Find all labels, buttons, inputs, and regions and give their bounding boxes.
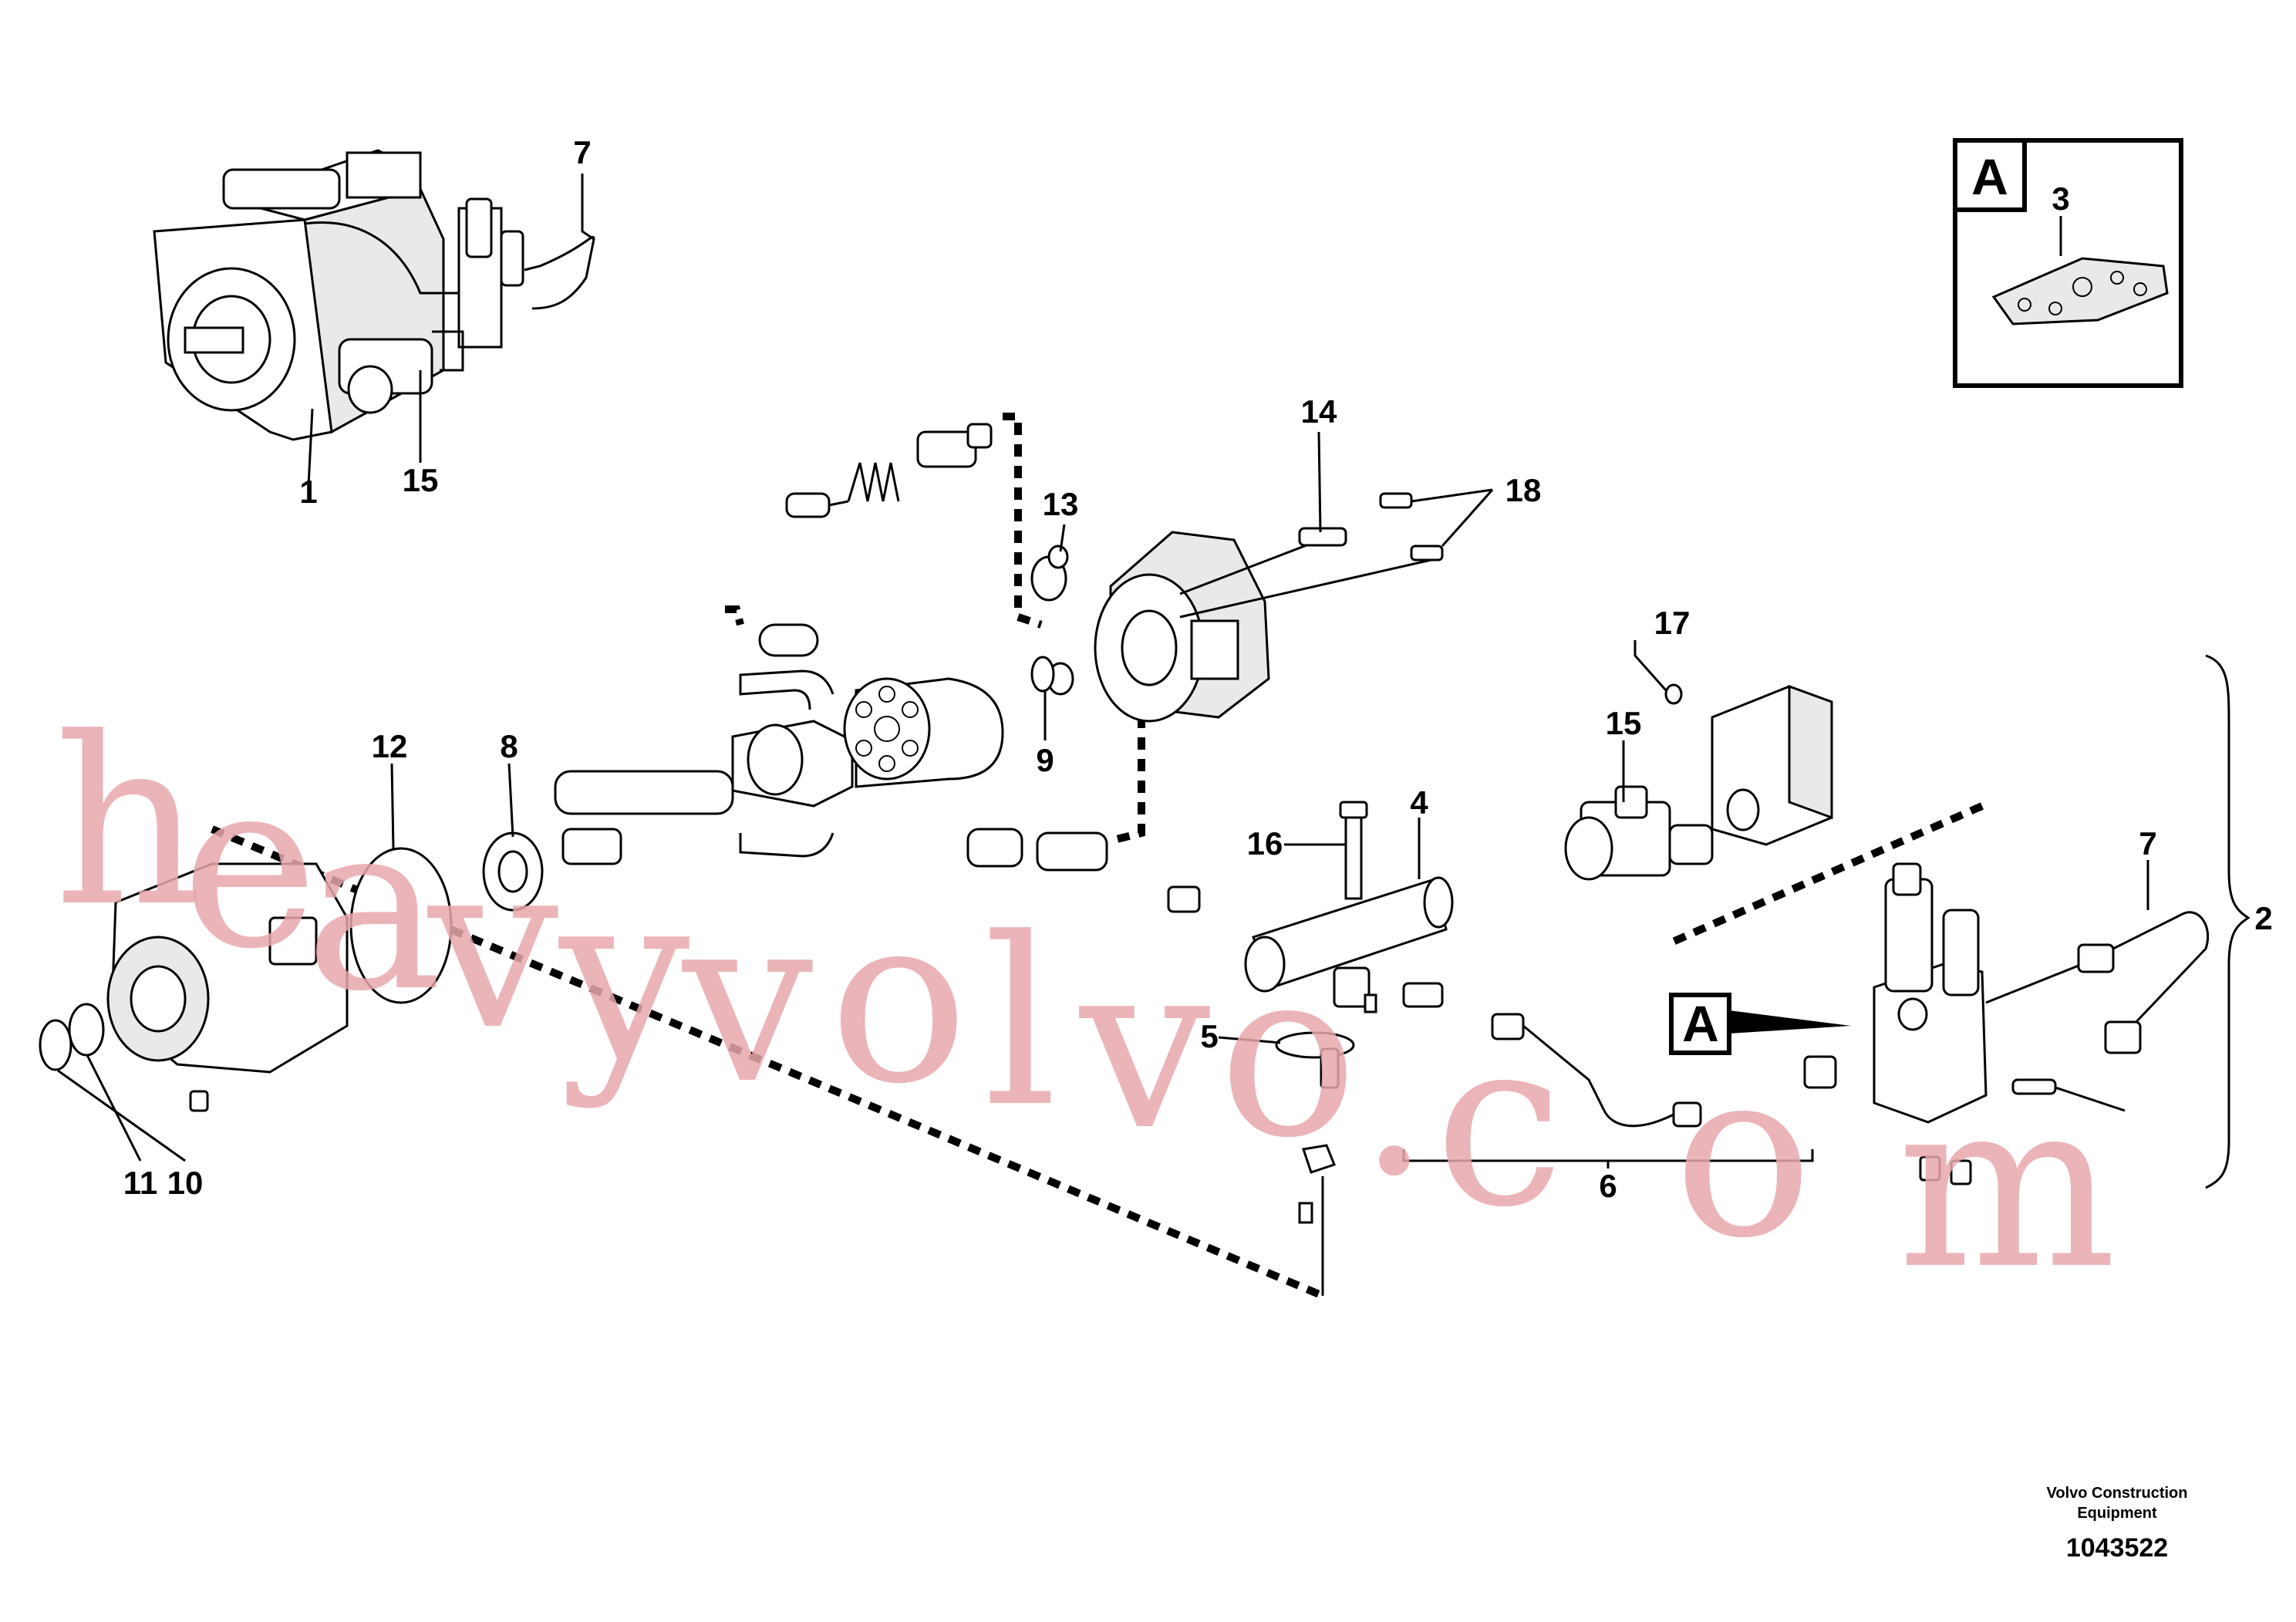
callout-18: 18 [1505, 472, 1542, 508]
watermark-char: y [555, 842, 689, 1111]
detail-pointer-letter: A [1682, 995, 1719, 1052]
watermark-char: o [829, 865, 969, 1135]
detail-inset-a: A [1953, 138, 2183, 388]
callout-6: 6 [1599, 1168, 1617, 1204]
callout-11: 11 [123, 1165, 157, 1201]
watermark-char: v [679, 865, 813, 1135]
callout-7-right: 7 [2139, 825, 2156, 862]
assembly-dash-lines [211, 413, 1984, 1300]
watermark: h e a v y v o l v o . c o m [54, 688, 2116, 1320]
callout-12: 12 [372, 728, 408, 764]
callout-14: 14 [1301, 393, 1337, 430]
leader-lines [57, 174, 2250, 1296]
detail-reference-pointer: A [1669, 993, 1851, 1055]
callout-5: 5 [1200, 1018, 1218, 1054]
callout-15-top: 15 [403, 462, 439, 498]
watermark-char: v [424, 811, 558, 1081]
watermark-char: v [1076, 912, 1210, 1181]
watermark-char: h [54, 688, 203, 957]
watermark-char: l [983, 889, 1057, 1158]
callout-3: 3 [2052, 180, 2069, 217]
callout-2: 2 [2254, 900, 2272, 936]
assembled-pump-drawing [153, 149, 595, 441]
callout-8: 8 [500, 728, 518, 764]
callout-4: 4 [1410, 784, 1428, 821]
watermark-char: o [1219, 919, 1358, 1189]
watermark-char: . [1357, 958, 1431, 1227]
watermark-char: m [1897, 1050, 2116, 1320]
detail-pointer-arrow [1729, 1010, 1851, 1034]
watermark-char: o [1674, 1020, 1813, 1289]
footer-document-id: 1043522 [2066, 1533, 2168, 1563]
pump-housing [39, 831, 544, 1112]
rotating-group [554, 623, 1004, 865]
detail-inset-letter-box [1953, 138, 2027, 212]
callout-numbers: 1 2 3 4 5 6 7 7 8 9 10 11 12 13 14 15 15… [123, 134, 2273, 1204]
end-cover-assembly [1030, 492, 1444, 723]
solenoid-valve-group [1564, 683, 2210, 1185]
callout-10: 10 [167, 1165, 204, 1201]
callout-13: 13 [1043, 486, 1079, 522]
watermark-char: c [1435, 989, 1564, 1258]
mounting-plate-drawing [1991, 257, 2169, 325]
callout-7-top: 7 [573, 134, 591, 170]
footer-company-line1: Volvo Construction [2047, 1485, 2188, 1502]
footer: Volvo Construction Equipment 1043522 [2047, 1485, 2188, 1563]
footer-company-line2: Equipment [2077, 1505, 2157, 1522]
detail-inset-letter: A [1971, 148, 2008, 205]
callout-9: 9 [1036, 742, 1054, 778]
callout-17: 17 [1654, 605, 1691, 641]
pressure-block [1167, 801, 1702, 1224]
callout-16: 16 [1247, 825, 1283, 862]
callout-15-right: 15 [1606, 705, 1642, 741]
callout-1: 1 [299, 474, 317, 510]
watermark-char: a [305, 773, 443, 1042]
watermark-char: e [181, 730, 319, 1000]
valve-spool-parts [785, 423, 1108, 872]
